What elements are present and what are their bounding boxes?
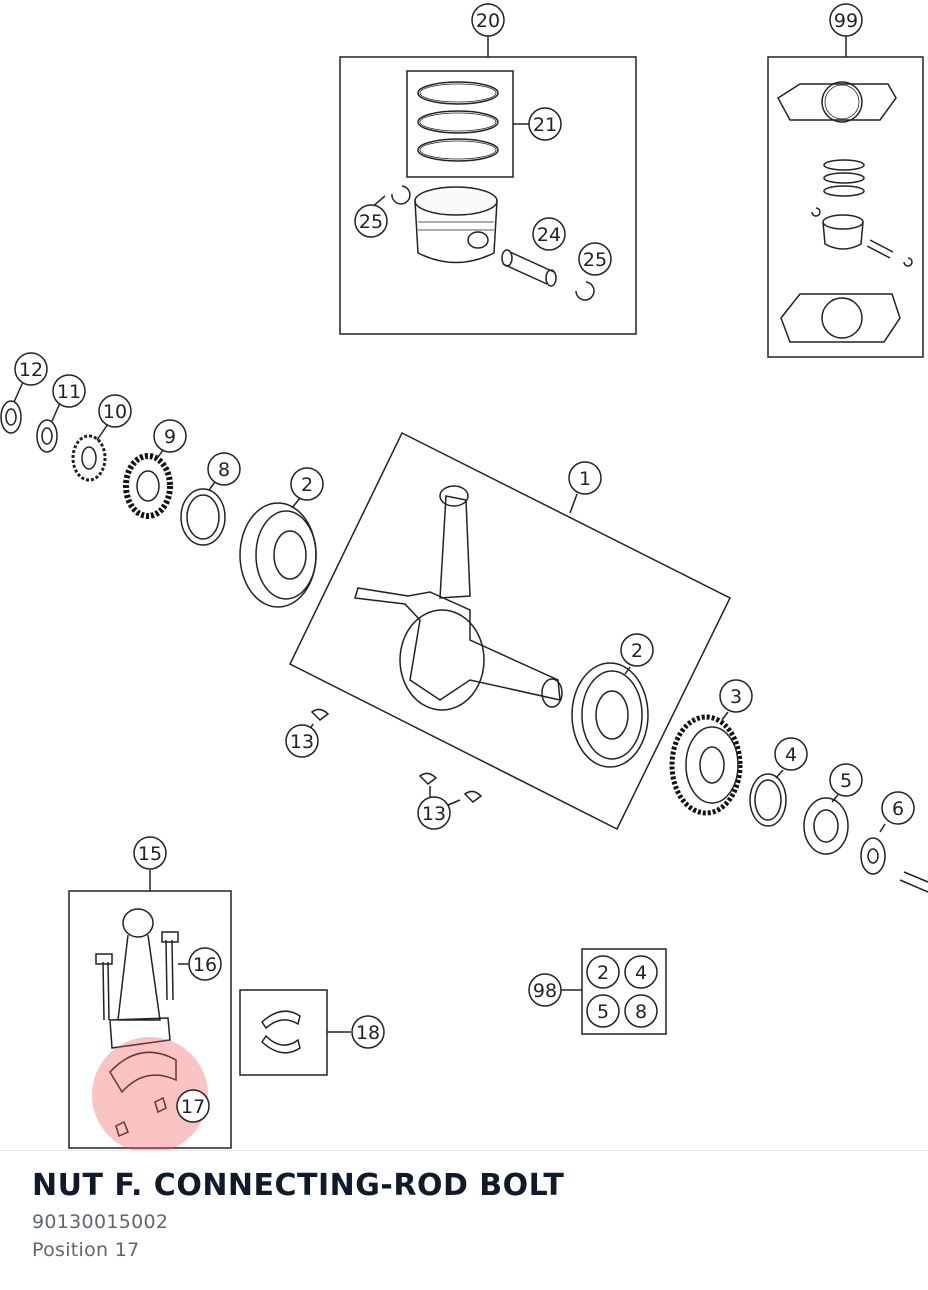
svg-text:25: 25 bbox=[359, 211, 383, 233]
callout-24[interactable]: 24 bbox=[532, 217, 566, 251]
svg-text:6: 6 bbox=[892, 798, 904, 820]
svg-text:21: 21 bbox=[533, 114, 557, 136]
svg-text:13: 13 bbox=[422, 803, 446, 825]
svg-text:20: 20 bbox=[476, 10, 500, 32]
kit-callout-5[interactable]: 5 bbox=[586, 994, 620, 1028]
svg-text:5: 5 bbox=[840, 770, 852, 792]
svg-text:5: 5 bbox=[597, 1001, 609, 1023]
callout-13[interactable]: 13 bbox=[285, 724, 319, 758]
callout-4[interactable]: 4 bbox=[774, 737, 808, 771]
callout-18[interactable]: 18 bbox=[351, 1015, 385, 1049]
svg-text:9: 9 bbox=[164, 426, 176, 448]
part-position: Position 17 bbox=[32, 1239, 140, 1261]
svg-text:24: 24 bbox=[537, 224, 561, 246]
callout-2[interactable]: 2 bbox=[290, 467, 324, 501]
callout-13[interactable]: 13 bbox=[417, 796, 451, 830]
callout-1[interactable]: 1 bbox=[568, 461, 602, 495]
callout-11[interactable]: 11 bbox=[52, 374, 86, 408]
callout-10[interactable]: 10 bbox=[98, 394, 132, 428]
part-info-panel: NUT F. CONNECTING-ROD BOLT 90130015002 P… bbox=[32, 1168, 564, 1261]
svg-text:16: 16 bbox=[193, 954, 217, 976]
svg-text:98: 98 bbox=[533, 980, 557, 1002]
svg-text:17: 17 bbox=[181, 1096, 205, 1118]
callout-8[interactable]: 8 bbox=[207, 452, 241, 486]
callout-5[interactable]: 5 bbox=[829, 763, 863, 797]
callout-99[interactable]: 99 bbox=[829, 3, 863, 37]
callout-98[interactable]: 98 bbox=[528, 973, 562, 1007]
svg-text:13: 13 bbox=[290, 731, 314, 753]
right-shaft-parts[interactable] bbox=[669, 711, 928, 893]
svg-text:11: 11 bbox=[57, 381, 81, 403]
svg-text:15: 15 bbox=[138, 843, 162, 865]
callout-15[interactable]: 15 bbox=[133, 836, 167, 870]
svg-text:18: 18 bbox=[356, 1022, 380, 1044]
callout-9[interactable]: 9 bbox=[153, 419, 187, 453]
callout-21[interactable]: 21 bbox=[528, 107, 562, 141]
callout-17[interactable]: 17 bbox=[176, 1089, 210, 1123]
top-end-kit-group[interactable] bbox=[767, 36, 924, 358]
part-number: 90130015002 bbox=[32, 1211, 169, 1233]
callout-6[interactable]: 6 bbox=[881, 791, 915, 825]
svg-text:3: 3 bbox=[730, 686, 742, 708]
footer-divider bbox=[0, 1150, 928, 1151]
svg-text:2: 2 bbox=[597, 962, 609, 984]
part-name: NUT F. CONNECTING-ROD BOLT bbox=[32, 1168, 565, 1203]
bearing-shells-group[interactable] bbox=[239, 989, 351, 1076]
callout-3[interactable]: 3 bbox=[719, 679, 753, 713]
kit-callout-2[interactable]: 2 bbox=[586, 955, 620, 989]
callout-2[interactable]: 2 bbox=[620, 633, 654, 667]
kit-callout-8[interactable]: 8 bbox=[624, 994, 658, 1028]
callout-25[interactable]: 25 bbox=[578, 242, 612, 276]
svg-text:25: 25 bbox=[583, 249, 607, 271]
kit-callout-4[interactable]: 4 bbox=[624, 955, 658, 989]
callout-16[interactable]: 16 bbox=[188, 947, 222, 981]
svg-text:8: 8 bbox=[218, 459, 230, 481]
callout-20[interactable]: 20 bbox=[471, 3, 505, 37]
svg-text:4: 4 bbox=[785, 744, 797, 766]
svg-text:2: 2 bbox=[301, 474, 313, 496]
piston-assembly-group[interactable] bbox=[339, 36, 637, 335]
crankshaft-group[interactable] bbox=[289, 431, 731, 831]
selected-part-highlight bbox=[92, 1037, 208, 1150]
exploded-parts-diagram: 20 21 25 24 25 99 12 11 10 9 8 2 1 2 3 4… bbox=[0, 3, 928, 1150]
svg-text:4: 4 bbox=[635, 962, 647, 984]
svg-text:10: 10 bbox=[103, 401, 127, 423]
svg-text:1: 1 bbox=[579, 468, 591, 490]
connecting-rod-group[interactable] bbox=[68, 870, 232, 1149]
svg-text:12: 12 bbox=[19, 359, 43, 381]
svg-text:99: 99 bbox=[834, 10, 858, 32]
left-shaft-parts[interactable] bbox=[0, 381, 317, 608]
svg-text:2: 2 bbox=[631, 640, 643, 662]
bearing-kit-group[interactable] bbox=[561, 948, 667, 1035]
svg-text:8: 8 bbox=[635, 1001, 647, 1023]
callout-25[interactable]: 25 bbox=[354, 204, 388, 238]
callout-12[interactable]: 12 bbox=[14, 352, 48, 386]
